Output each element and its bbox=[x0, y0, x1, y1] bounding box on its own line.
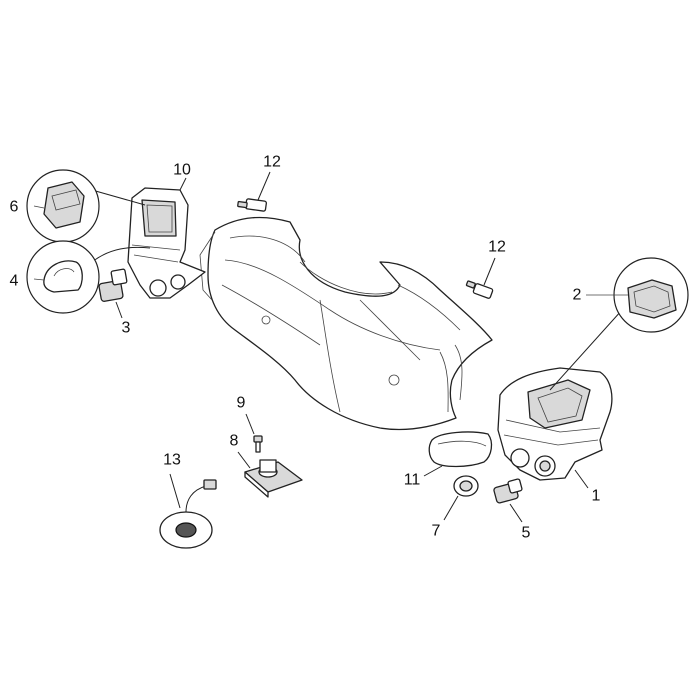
callout-11: 11 bbox=[404, 472, 421, 489]
callout-2: 2 bbox=[573, 287, 582, 304]
callout-9: 9 bbox=[237, 395, 246, 412]
callout-5: 5 bbox=[522, 525, 531, 542]
handlebar-cover bbox=[199, 216, 493, 431]
part-1-right-switch-housing bbox=[497, 367, 613, 489]
part-9-screw bbox=[245, 413, 263, 453]
part-8-bracket bbox=[237, 451, 303, 498]
callout-12-top: 12 bbox=[263, 154, 281, 171]
part-7-round-button bbox=[443, 475, 479, 521]
part-10-left-switch-housing bbox=[127, 177, 206, 299]
callout-3: 3 bbox=[122, 320, 131, 337]
callout-4: 4 bbox=[10, 273, 19, 290]
callout-12-right: 12 bbox=[488, 239, 506, 256]
callout-1: 1 bbox=[592, 488, 601, 505]
callout-13: 13 bbox=[163, 452, 181, 469]
zoom-circle-6 bbox=[26, 169, 146, 243]
callout-7: 7 bbox=[432, 523, 441, 540]
part-11-lens bbox=[423, 431, 493, 477]
part-12-bulb-right bbox=[465, 257, 496, 299]
callout-8: 8 bbox=[230, 433, 239, 450]
callout-10: 10 bbox=[173, 162, 191, 179]
zoom-circle-2 bbox=[549, 257, 689, 391]
part-13-sensor bbox=[159, 473, 217, 549]
part-12-bulb-top bbox=[237, 171, 271, 212]
part-5-switch-cap bbox=[493, 478, 523, 523]
zoom-circle-4 bbox=[26, 240, 151, 314]
part-3-switch-cap bbox=[98, 268, 128, 319]
callout-6: 6 bbox=[10, 199, 19, 216]
